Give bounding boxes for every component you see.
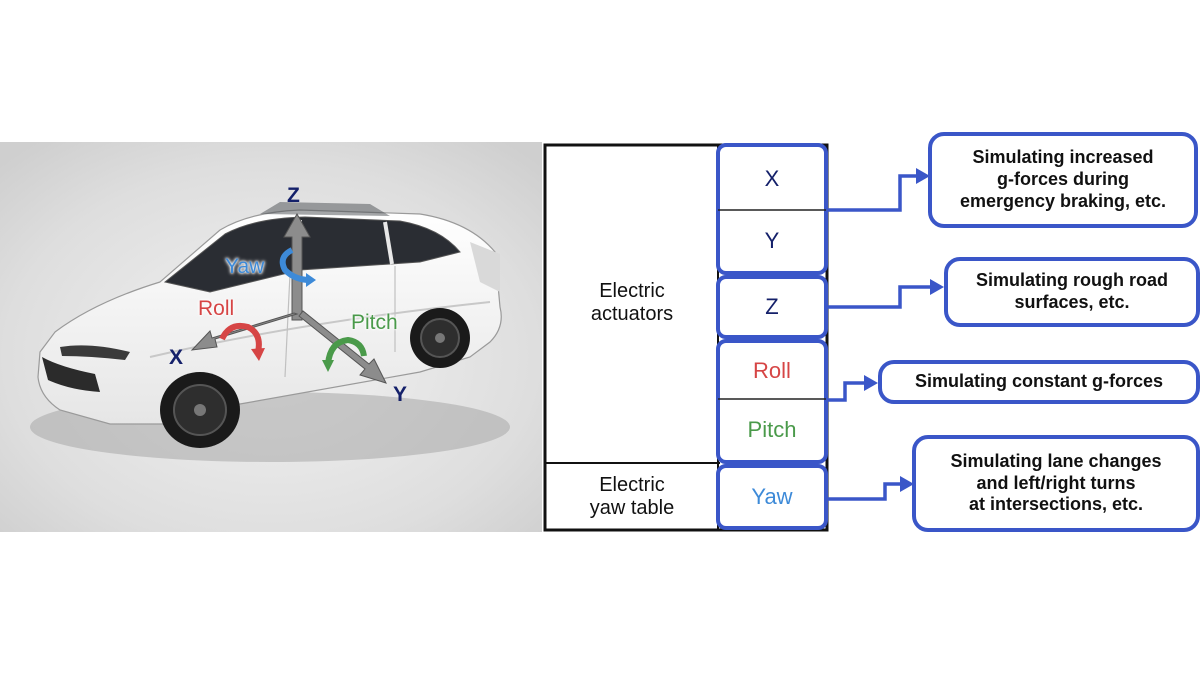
roll-arrowhead (251, 348, 265, 361)
y-axis-arrow (298, 310, 387, 384)
desc-z: Simulating rough road surfaces, etc. (976, 270, 1168, 312)
connector-arrowheads (864, 168, 944, 492)
front-wheel (160, 372, 240, 448)
cell-roll: Roll (753, 357, 791, 383)
electric-yaw-table-label: Electric yaw table (589, 473, 675, 519)
desc-roll-pitch: Simulating constant g-forces (914, 371, 1164, 392)
axis-arrows (190, 212, 387, 384)
roll-pitch-cell-group (716, 339, 828, 464)
pitch-label: Pitch (351, 311, 398, 334)
yaw-arrowhead (306, 273, 316, 287)
cell-y: Y (764, 227, 780, 253)
desc-yaw: Simulating lane changes and left/right t… (950, 450, 1162, 515)
connector-yaw (827, 482, 902, 501)
cell-pitch: Pitch (747, 416, 797, 442)
desc-xy: Simulating increased g-forces during eme… (959, 147, 1167, 211)
roll-label: Roll (198, 297, 235, 320)
desc-box-yaw (912, 435, 1200, 532)
car-illustration (0, 142, 542, 532)
pitch-rotation-arrow (325, 336, 367, 365)
z-cell-group (716, 275, 828, 339)
desc-box-xy (928, 132, 1198, 228)
pitch-arrowhead (322, 360, 334, 372)
y-axis-label: Y (393, 383, 408, 406)
connector-roll-pitch (827, 381, 866, 402)
yaw-cell-group (716, 464, 828, 530)
desc-box-z (944, 257, 1200, 327)
connectors (827, 174, 932, 501)
connector-z (827, 285, 932, 309)
car-body (37, 202, 502, 425)
z-axis-arrow (283, 212, 311, 321)
cell-yaw: Yaw (751, 483, 793, 509)
yaw-label: Yaw (225, 255, 265, 278)
rear-wheel (410, 308, 470, 368)
desc-box-roll-pitch (878, 360, 1200, 404)
z-axis-label: Z (287, 184, 300, 207)
yaw-rotation-arrow (279, 247, 311, 283)
x-axis-arrow (190, 312, 299, 351)
xy-cell-group (716, 143, 828, 275)
electric-actuators-label: Electric actuators (590, 280, 674, 325)
cell-x: X (764, 165, 780, 191)
cell-z: Z (765, 293, 779, 319)
x-axis-label: X (169, 346, 184, 369)
connector-xy (827, 174, 918, 212)
roll-rotation-arrow (219, 322, 262, 353)
